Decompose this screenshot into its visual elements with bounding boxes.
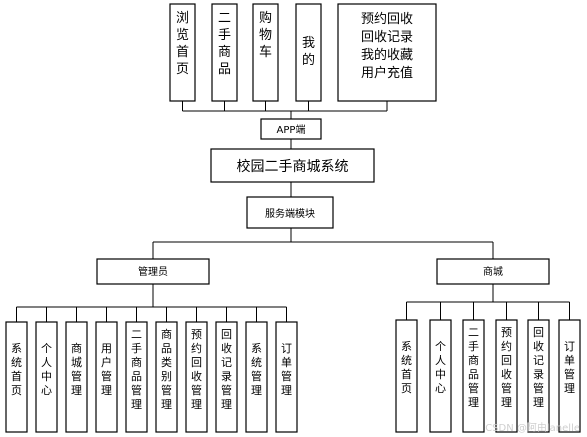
server-module-label: 服务端模块 [265, 207, 315, 220]
app-module-label: 二手商品 [218, 11, 231, 77]
mall-item-label: 回收记录管理 [533, 326, 544, 409]
admin-item-system-management: 系统管理 [245, 321, 268, 433]
mall-item-label: 个人中心 [435, 340, 446, 395]
system-title-box: 校园二手商城系统 [210, 148, 375, 183]
admin-item-recycle-booking-management: 预约回收管理 [185, 321, 208, 433]
system-title: 校园二手商城系统 [237, 158, 349, 175]
mall-item-label: 订单管理 [564, 340, 575, 395]
role-admin-label: 管理员 [138, 265, 168, 278]
admin-item-label: 商城管理 [71, 341, 82, 397]
mall-item-recycle-record-management: 回收记录管理 [527, 319, 550, 433]
app-module-label: 购物车 [259, 10, 272, 60]
app-my-feature: 我的收藏 [361, 47, 413, 63]
connector-lines [16, 101, 570, 322]
admin-item-personal-center: 个人中心 [35, 321, 58, 433]
admin-item-label: 预约回收管理 [191, 328, 202, 411]
app-my-feature: 预约回收 [361, 12, 413, 27]
app-my-feature: 回收记录 [361, 30, 413, 45]
watermark: CSDN @阿由lanelle [485, 421, 580, 434]
mall-item-personal-center: 个人中心 [429, 319, 452, 433]
app-module-browse-home: 浏览首页 [169, 3, 196, 102]
mall-item-label: 预约回收管理 [501, 326, 512, 409]
admin-item-label: 用户管理 [101, 342, 112, 397]
app-module-second-hand-goods: 二手商品 [211, 3, 238, 102]
server-module-box: 服务端模块 [246, 196, 334, 229]
admin-item-label: 系统管理 [251, 342, 262, 397]
admin-item-label: 二手商品管理 [131, 328, 142, 411]
admin-item-label: 回收记录管理 [221, 328, 232, 411]
admin-item-system-home: 系统首页 [5, 321, 28, 433]
admin-item-second-hand-goods-management: 二手商品管理 [125, 321, 148, 433]
admin-item-order-management: 订单管理 [275, 321, 298, 433]
app-label: APP端 [277, 123, 306, 136]
mall-item-label: 系统首页 [401, 340, 412, 395]
admin-item-category-management: 商品类别管理 [155, 321, 178, 433]
admin-item-label: 系统首页 [11, 342, 22, 397]
admin-item-label: 个人中心 [41, 342, 52, 397]
app-module-mine: 我的 [295, 3, 322, 102]
mall-item-order-management: 订单管理 [558, 319, 581, 433]
role-admin-box: 管理员 [96, 258, 210, 285]
role-mall-box: 商城 [436, 258, 550, 285]
app-my-feature: 用户充值 [361, 65, 413, 81]
admin-item-user-management: 用户管理 [95, 321, 118, 433]
mall-item-recycle-booking-management: 预约回收管理 [495, 319, 518, 433]
app-module-label: 浏览首页 [176, 10, 189, 77]
app-module-cart: 购物车 [252, 3, 279, 102]
mall-item-label: 二手商品管理 [468, 326, 479, 409]
admin-item-label: 订单管理 [281, 342, 292, 397]
admin-item-mall-management: 商城管理 [65, 321, 88, 433]
admin-item-label: 商品类别管理 [161, 327, 172, 411]
admin-item-recycle-record-management: 回收记录管理 [215, 321, 238, 433]
role-mall-label: 商城 [483, 265, 503, 278]
app-label-box: APP端 [260, 118, 322, 140]
app-my-features-box: 预约回收 回收记录 我的收藏 用户充值 [337, 3, 437, 102]
mall-item-second-hand-goods-management: 二手商品管理 [462, 319, 485, 433]
mall-item-system-home: 系统首页 [395, 319, 418, 433]
app-module-label: 我的 [302, 36, 315, 68]
